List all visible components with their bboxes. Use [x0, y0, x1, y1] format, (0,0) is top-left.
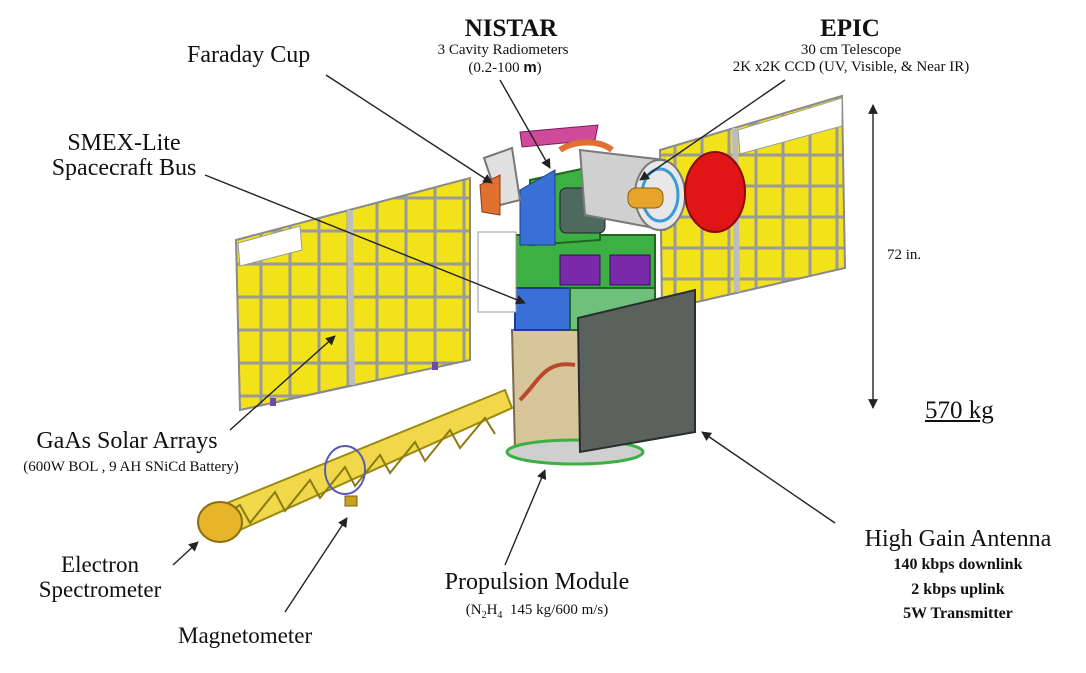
hga-line1: 140 kbps downlink [893, 556, 1023, 573]
propulsion-rest: 145 kg/600 m/s) [502, 602, 609, 618]
solar-arrays-title: GaAs Solar Arrays [36, 428, 218, 454]
red-sun-shade [684, 151, 746, 233]
nistar-unit: m [523, 59, 537, 76]
nistar-close: ) [536, 60, 542, 76]
leader-lines [172, 74, 878, 613]
propulsion-sub1: 2 [481, 610, 487, 621]
smex-line1: SMEX-Lite [67, 130, 181, 156]
epic-line1: 30 cm Telescope [800, 42, 902, 58]
epic-line2: 2K x2K CCD (UV, Visible, & Near IR) [732, 59, 970, 75]
propulsion-h: H [486, 602, 498, 618]
high-gain-antenna-title: High Gain Antenna [864, 526, 1052, 552]
nistar-line1: 3 Cavity Radiometers [437, 42, 569, 58]
solar-arrays-detail: (600W BOL , 9 AH SNiCd Battery) [23, 459, 239, 475]
smex-line2: Spacecraft Bus [51, 155, 197, 181]
nistar-title: NISTAR [464, 15, 558, 42]
boom-truss [197, 388, 514, 543]
hga-line2: 2 kbps uplink [911, 581, 1005, 598]
propulsion-sub2: 4 [497, 610, 503, 621]
propulsion-n: (N [465, 602, 482, 618]
electron-spectrometer-line2: Spectrometer [38, 577, 162, 602]
right-solar-array [658, 94, 847, 312]
hga-line3: 5W Transmitter [903, 605, 1013, 622]
faraday-cup-label: Faraday Cup [187, 42, 311, 68]
mass-label: 570 kg [925, 397, 994, 424]
height-label: 72 in. [887, 247, 922, 263]
electron-spectrometer-line1: Electron [61, 552, 139, 577]
propulsion-title: Propulsion Module [444, 569, 630, 595]
magnetometer-label: Magnetometer [178, 623, 313, 648]
epic-title: EPIC [820, 15, 880, 42]
nistar-line2: (0.2-100 m) [468, 60, 541, 76]
propulsion-detail: (N2H4 145 kg/600 m/s) [466, 603, 609, 621]
high-gain-antenna-panel [576, 288, 696, 454]
nistar-range: (0.2-100 [468, 60, 524, 76]
left-solar-array [234, 176, 471, 412]
